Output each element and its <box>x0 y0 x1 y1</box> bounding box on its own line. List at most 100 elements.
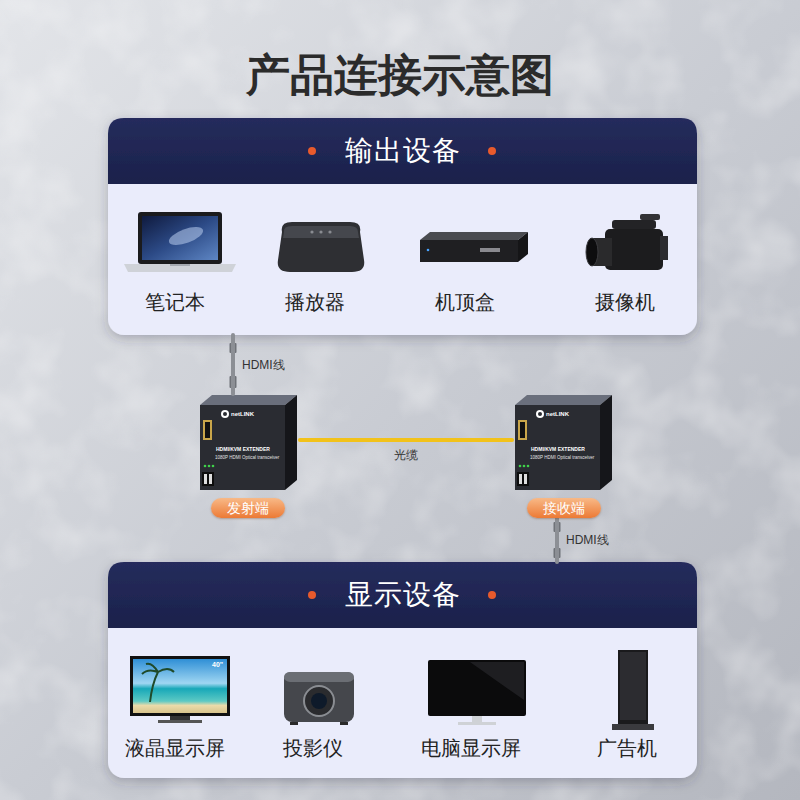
receiver-unit <box>515 395 612 490</box>
device-print: 1080P HDMI Optical transceiver <box>215 456 279 461</box>
transmitter-unit <box>200 395 297 490</box>
header-dot <box>488 591 496 599</box>
kiosk-frame <box>618 650 648 724</box>
edge-label-anchor: 光缆 <box>394 449 418 461</box>
tv-icon <box>130 656 230 723</box>
camera-screen <box>660 236 668 260</box>
speaker-body <box>278 222 365 272</box>
monitor-base <box>458 722 496 725</box>
tv-neck <box>170 716 190 720</box>
label-anchor: 40" <box>212 661 223 668</box>
settop-box-icon <box>420 232 528 262</box>
laptop-notch <box>170 264 190 266</box>
monitor-neck <box>472 716 482 722</box>
projector-body <box>284 672 354 722</box>
device-name: 广告机 <box>597 736 657 760</box>
box-led <box>427 249 430 252</box>
edge-label-anchor: HDMI线 <box>242 359 285 371</box>
speaker-button <box>310 230 313 233</box>
tv-frame <box>130 656 230 716</box>
kiosk-base <box>612 724 654 730</box>
kiosk-screen <box>620 652 646 720</box>
cable-label: HDMI线 <box>242 359 285 371</box>
header-dot <box>488 147 496 155</box>
projector-lens <box>311 693 327 709</box>
box-display <box>480 248 500 252</box>
projector-icon <box>284 672 354 725</box>
device-card: 液晶显示屏 <box>115 635 235 760</box>
device-card: 笔记本 <box>115 198 235 314</box>
device-card: 机顶盒 <box>405 198 525 314</box>
label-anchor: HDMI/KVM EXTENDER <box>531 447 585 452</box>
speaker-button <box>328 230 331 233</box>
device-panel: 输出设备笔记本播放器 机顶盒 摄像机 <box>103 118 702 335</box>
laptop-lid <box>138 212 222 264</box>
screen-reflection <box>470 662 524 700</box>
device-card: 电脑显示屏 <box>411 635 531 760</box>
projector-foot <box>340 722 348 725</box>
device-name: 电脑显示屏 <box>421 736 521 760</box>
label-anchor: netLINK <box>546 411 569 417</box>
header-dot <box>308 591 316 599</box>
laptop-base <box>124 264 236 272</box>
panel-heading: 显示设备 <box>103 562 702 628</box>
box-side <box>518 232 528 262</box>
role-badge: 接收端 <box>527 498 601 518</box>
device-print: 1080P HDMI Optical transceiver <box>530 456 594 461</box>
device-card: 广告机 <box>567 635 687 760</box>
cable-label: 光缆 <box>394 449 418 461</box>
device-print: HDMI/KVM EXTENDER <box>216 447 270 452</box>
kiosk-icon <box>612 650 654 730</box>
device-card: 摄像机 <box>565 198 685 314</box>
tv-screen <box>133 659 227 713</box>
laptop-screen <box>142 216 218 260</box>
device-print: 40" <box>212 661 223 668</box>
diagram-title: 产品连接示意图 <box>246 48 554 101</box>
screen-galaxy <box>167 223 206 248</box>
palm-tree <box>142 664 174 702</box>
device-card: 投影仪 <box>253 635 373 760</box>
device-name: 投影仪 <box>283 736 343 760</box>
monitor-icon <box>428 660 526 725</box>
laptop-icon <box>124 212 236 272</box>
cable-label: HDMI线 <box>566 534 609 546</box>
device-name: 液晶显示屏 <box>125 736 225 760</box>
hdmi-cable <box>555 518 559 562</box>
projector-foot <box>290 722 298 725</box>
panel-heading: 输出设备 <box>103 118 702 184</box>
label-anchor: 1080P HDMI Optical transceiver <box>530 456 594 461</box>
device-print: netLINK <box>546 411 569 417</box>
device-print: HDMI/KVM EXTENDER <box>531 447 585 452</box>
device-panel: 显示设备液晶显示屏 投影仪 电脑显示屏 广告机 <box>103 562 702 778</box>
device-name: 播放器 <box>285 290 345 314</box>
role-badge: 发射端 <box>211 498 285 518</box>
camera-mic <box>640 214 660 220</box>
device-name: 机顶盒 <box>435 290 495 314</box>
camera-lens <box>586 238 598 266</box>
header-dot <box>308 147 316 155</box>
projector-lens-ring <box>304 686 334 716</box>
speaker-icon <box>278 222 365 272</box>
camera-handle <box>612 220 656 229</box>
device-name: 摄像机 <box>595 290 655 314</box>
edge-label-anchor: HDMI线 <box>566 534 609 546</box>
hdmi-cable <box>231 335 235 394</box>
speaker-button <box>319 230 322 233</box>
label-anchor: netLINK <box>231 411 254 417</box>
monitor-screen <box>428 660 526 716</box>
device-print: netLINK <box>231 411 254 417</box>
fiber-cable <box>300 438 512 442</box>
label-anchor: 1080P HDMI Optical transceiver <box>215 456 279 461</box>
speaker-top <box>283 226 359 238</box>
box-top <box>420 232 528 240</box>
camera-body <box>605 229 663 270</box>
tv-foot <box>158 720 202 723</box>
label-anchor: HDMI/KVM EXTENDER <box>216 447 270 452</box>
box-front <box>420 240 518 262</box>
device-card: 播放器 <box>255 198 375 314</box>
title-anchor: 产品连接示意图 <box>0 48 800 101</box>
